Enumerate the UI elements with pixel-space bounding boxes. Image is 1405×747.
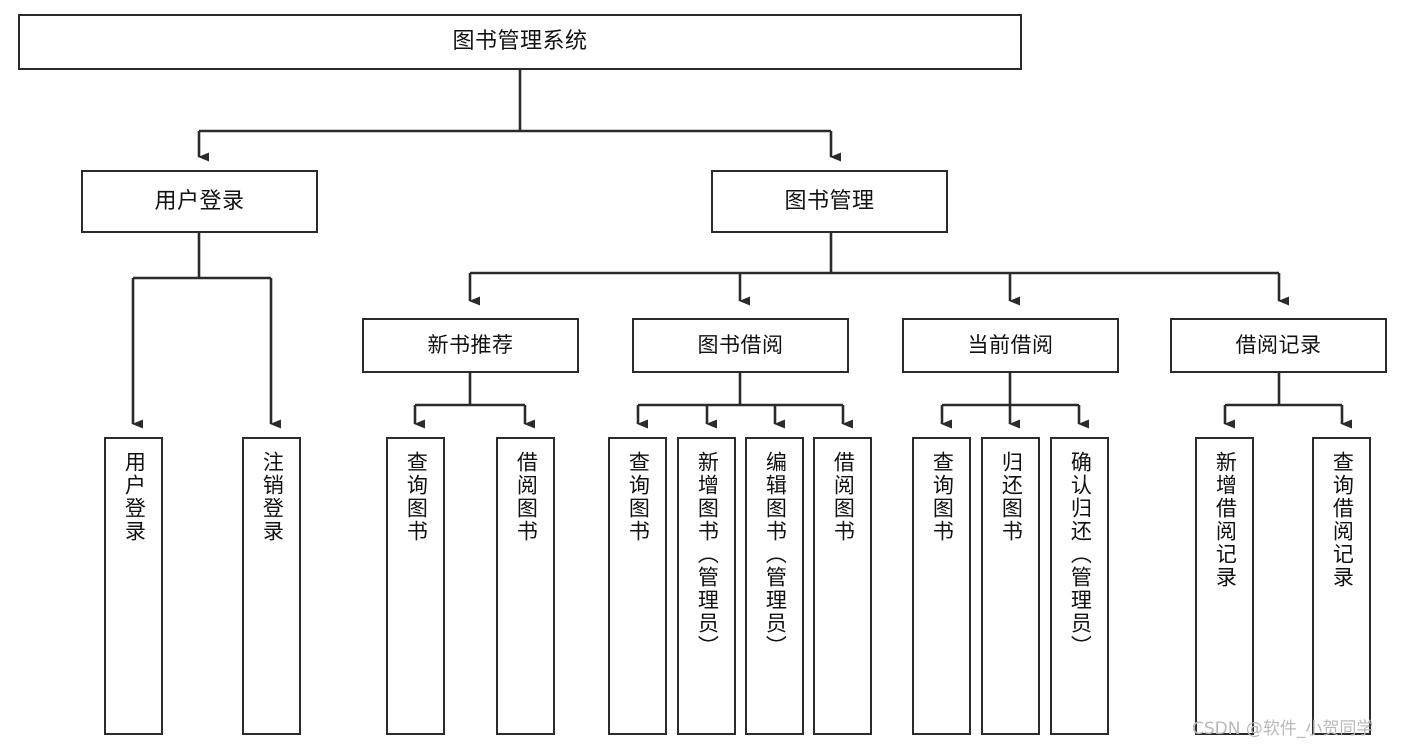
- leaf-new-book-borrow[interactable]: 借阅图书: [496, 437, 555, 735]
- node-label: 借阅记录: [1235, 333, 1322, 358]
- node-label: 当前借阅: [967, 333, 1054, 358]
- node-label: 查询借阅记录: [1330, 451, 1355, 589]
- node-label: 查询图书: [930, 451, 955, 543]
- node-label: 图书借阅: [697, 333, 784, 358]
- node-label: 新增借阅记录: [1213, 451, 1238, 589]
- node-label: 注销登录: [260, 451, 285, 543]
- leaf-borrow-record-query[interactable]: 查询借阅记录: [1312, 437, 1371, 735]
- leaf-book-borrow-edit-admin[interactable]: 编辑图书（管理员）: [745, 437, 804, 735]
- node-label: 确认归还（管理员）: [1068, 451, 1093, 658]
- node-borrow-record[interactable]: 借阅记录: [1170, 318, 1387, 373]
- node-label: 图书管理系统: [452, 29, 588, 55]
- node-book-borrow[interactable]: 图书借阅: [632, 318, 849, 373]
- node-book-management[interactable]: 图书管理: [711, 170, 948, 233]
- leaf-new-book-query[interactable]: 查询图书: [386, 437, 445, 735]
- node-label: 编辑图书（管理员）: [763, 451, 788, 658]
- node-current-borrow[interactable]: 当前借阅: [902, 318, 1119, 373]
- node-label: 借阅图书: [831, 451, 856, 543]
- leaf-book-borrow-query[interactable]: 查询图书: [608, 437, 667, 735]
- node-user-login[interactable]: 用户登录: [81, 170, 318, 233]
- leaf-user-login-login[interactable]: 用户登录: [104, 437, 163, 735]
- leaf-current-borrow-query[interactable]: 查询图书: [912, 437, 971, 735]
- node-new-book-recommend[interactable]: 新书推荐: [362, 318, 579, 373]
- node-label: 用户登录: [154, 188, 245, 214]
- leaf-borrow-record-add[interactable]: 新增借阅记录: [1195, 437, 1254, 735]
- node-label: 查询图书: [626, 451, 651, 543]
- node-label: 归还图书: [999, 451, 1024, 543]
- node-label: 用户登录: [122, 451, 147, 543]
- node-label: 新增图书（管理员）: [695, 451, 720, 658]
- watermark-text: CSDN @软件_小贺同学: [1192, 719, 1374, 739]
- node-root-book-management-system[interactable]: 图书管理系统: [18, 14, 1022, 70]
- leaf-current-borrow-return[interactable]: 归还图书: [981, 437, 1040, 735]
- node-label: 新书推荐: [427, 333, 514, 358]
- node-label: 图书管理: [784, 188, 875, 214]
- node-label: 查询图书: [404, 451, 429, 543]
- leaf-current-borrow-confirm-admin[interactable]: 确认归还（管理员）: [1050, 437, 1109, 735]
- node-label: 借阅图书: [514, 451, 539, 543]
- leaf-user-login-logout[interactable]: 注销登录: [242, 437, 301, 735]
- leaf-book-borrow-add-admin[interactable]: 新增图书（管理员）: [677, 437, 736, 735]
- leaf-book-borrow-borrow[interactable]: 借阅图书: [813, 437, 872, 735]
